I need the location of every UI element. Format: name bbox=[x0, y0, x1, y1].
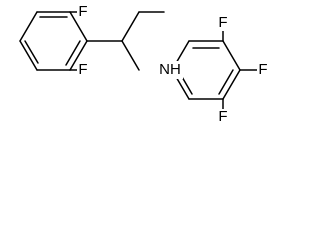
structure-canvas: F F NH F F F bbox=[19, 3, 269, 125]
svg-text:F: F bbox=[258, 61, 267, 78]
bond bbox=[19, 40, 38, 71]
bond bbox=[222, 40, 241, 71]
atom-label-nh: NH bbox=[157, 61, 183, 79]
svg-text:NH: NH bbox=[159, 61, 181, 78]
atom-label-f5: F bbox=[217, 108, 229, 125]
double-bond-inner bbox=[65, 40, 81, 66]
bond bbox=[69, 40, 88, 71]
double-bond-inner bbox=[24, 40, 39, 64]
left-ring bbox=[19, 11, 88, 71]
atom-label-f4: F bbox=[257, 61, 269, 78]
atom-label-f3: F bbox=[217, 14, 229, 31]
bond bbox=[19, 11, 38, 42]
bond bbox=[121, 40, 140, 71]
svg-text:F: F bbox=[218, 14, 227, 31]
svg-text:F: F bbox=[218, 108, 227, 125]
bond bbox=[222, 69, 241, 100]
svg-text:F: F bbox=[78, 61, 87, 78]
atom-label-f1: F bbox=[77, 3, 89, 20]
bond bbox=[69, 11, 88, 42]
svg-text:F: F bbox=[78, 3, 87, 20]
molecule-diagram: F F NH F F F bbox=[19, 3, 269, 125]
bond bbox=[121, 11, 140, 42]
double-bond-inner bbox=[218, 69, 234, 95]
atom-label-f2: F bbox=[77, 61, 89, 78]
